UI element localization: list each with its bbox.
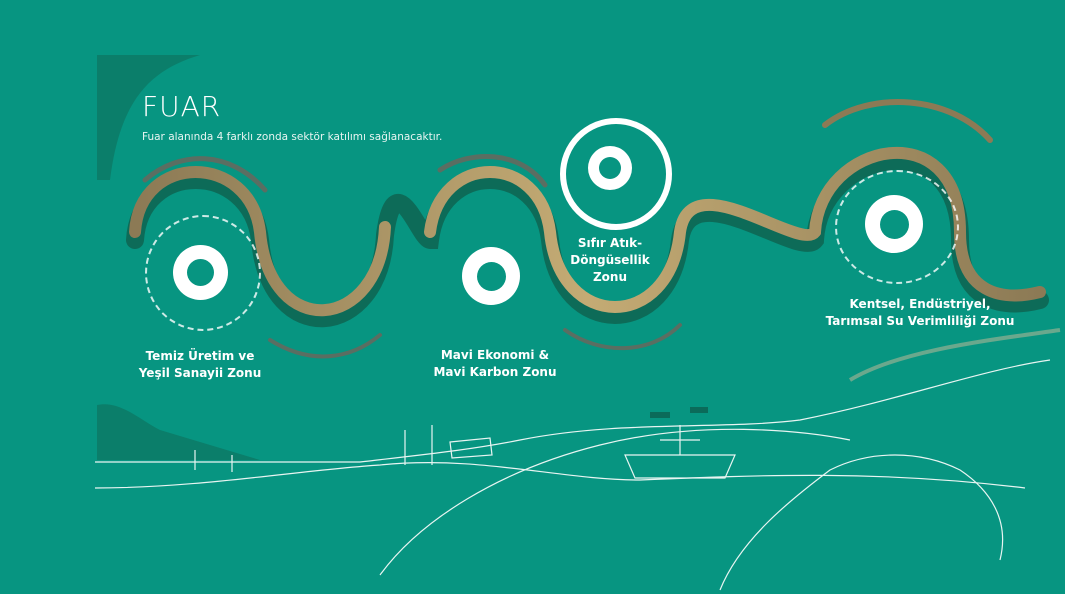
zone-label-line: Mavi Ekonomi &	[440, 348, 550, 362]
zone-label-line: Mavi Karbon Zonu	[433, 365, 557, 379]
gear-icon	[462, 247, 520, 305]
gear-icon	[588, 146, 632, 190]
page-title: FUAR	[142, 90, 222, 123]
zone-label-zero-waste: Sıfır Atık- Döngüsellik Zonu	[545, 235, 675, 286]
zone-label-line: Döngüsellik	[570, 253, 650, 267]
zone-label-line: Yeşil Sanayii Zonu	[138, 366, 262, 380]
zone-label-line: Temiz Üretim ve	[145, 349, 255, 363]
cloud	[650, 407, 708, 418]
header-blob	[97, 55, 200, 180]
globe-icon	[865, 195, 923, 253]
page-subtitle: Fuar alanında 4 farklı zonda sektör katı…	[142, 131, 443, 143]
zone-label-clean-production: Temiz Üretim ve Yeşil Sanayii Zonu	[120, 348, 280, 382]
landscape-line-art	[94, 328, 1061, 591]
zone-label-line: Sıfır Atık-	[577, 236, 643, 250]
zone-label-line: Tarımsal Su Verimliliği Zonu	[825, 314, 1015, 328]
zone-icon-clean-production	[145, 215, 261, 331]
zone-label-line: Kentsel, Endüstriyel,	[849, 297, 991, 311]
zone-icon-zero-waste	[560, 118, 672, 230]
zone-icon-water-efficiency	[835, 170, 959, 284]
zone-label-blue-economy: Mavi Ekonomi & Mavi Karbon Zonu	[415, 347, 575, 381]
gear-icon	[173, 245, 228, 300]
zone-label-water-efficiency: Kentsel, Endüstriyel, Tarımsal Su Veriml…	[805, 296, 1035, 330]
wave-ribbon	[126, 99, 1049, 359]
zone-label-line: Zonu	[592, 270, 628, 284]
